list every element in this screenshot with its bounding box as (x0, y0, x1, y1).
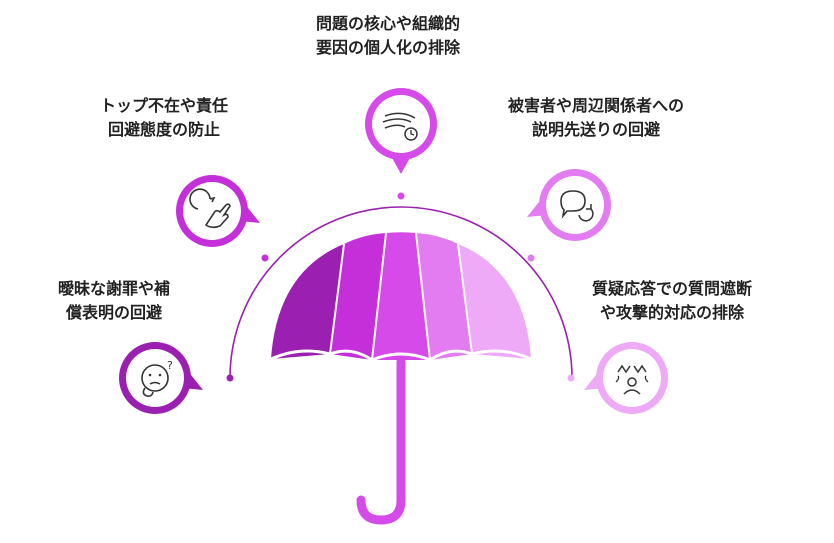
callout-inner (546, 176, 604, 234)
canopy-rib (371, 232, 387, 361)
label-personalization: 問題の核心や組織的 要因の個人化の排除 (316, 12, 460, 60)
canopy-panel-3 (372, 232, 430, 360)
callout-postponement (527, 169, 611, 241)
canopy-scallops (270, 349, 532, 362)
label-personalization-line-1: 問題の核心や組織的 (316, 14, 461, 33)
label-qa-line-1: 質疑応答での質問遮断 (592, 279, 753, 298)
speech-refresh-icon (560, 190, 594, 222)
callout-leadership (176, 175, 260, 247)
connector-arc (229, 206, 573, 379)
canopy-rib (329, 243, 345, 355)
confused-face-icon: ? (141, 359, 173, 397)
callouts: ? (119, 88, 668, 414)
canopy-panel-5 (458, 244, 531, 359)
label-apology-line-2: 償表明の回避 (66, 303, 163, 322)
canopy-panel-2 (330, 233, 386, 360)
label-apology: 曖昧な謝罪や補 償表明の回避 (58, 277, 170, 325)
label-qa: 質疑応答での質問遮断 や攻撃的対応の排除 (592, 277, 752, 325)
umbrella-handle (356, 357, 406, 525)
label-leadership-line-2: 回避態度の防止 (108, 120, 221, 139)
label-postponement-line-1: 被害者や周辺関係者への (508, 96, 685, 115)
label-leadership-line-1: トップ不在や責任 (100, 96, 229, 115)
arc-dot-personalization (397, 192, 405, 200)
callout-inner (183, 182, 241, 240)
arc-dot-qa (567, 374, 575, 382)
canopy-rib (457, 243, 473, 355)
svg-text:?: ? (167, 359, 173, 372)
canopy-rib (415, 232, 431, 361)
label-apology-line-1: 曖昧な謝罪や補 (58, 279, 171, 298)
callout-personalization (365, 88, 437, 174)
callout-inner (372, 95, 430, 153)
callout-qa_blocking (584, 342, 668, 414)
callout-apology: ? (119, 342, 203, 414)
label-personalization-line-2: 要因の個人化の排除 (316, 38, 461, 57)
wind-clock-icon (382, 112, 418, 141)
label-leadership: トップ不在や責任 回避態度の防止 (100, 94, 228, 142)
canopy-panel-4 (416, 233, 472, 360)
callout-tail (391, 156, 411, 174)
arc-dot-apology (226, 374, 234, 382)
callout-inner (126, 349, 184, 407)
canopy-panel-1 (271, 244, 344, 359)
hand-wave-icon (189, 188, 231, 229)
label-postponement: 被害者や周辺関係者への 説明先送りの回避 (508, 94, 684, 142)
angry-person-icon (615, 364, 649, 395)
arc-dot-leadership (261, 254, 269, 262)
label-qa-line-2: や攻撃的対応の排除 (600, 303, 745, 322)
arc-dot-postponement (527, 254, 535, 262)
label-postponement-line-2: 説明先送りの回避 (532, 120, 661, 139)
umbrella-canopy (270, 232, 532, 362)
